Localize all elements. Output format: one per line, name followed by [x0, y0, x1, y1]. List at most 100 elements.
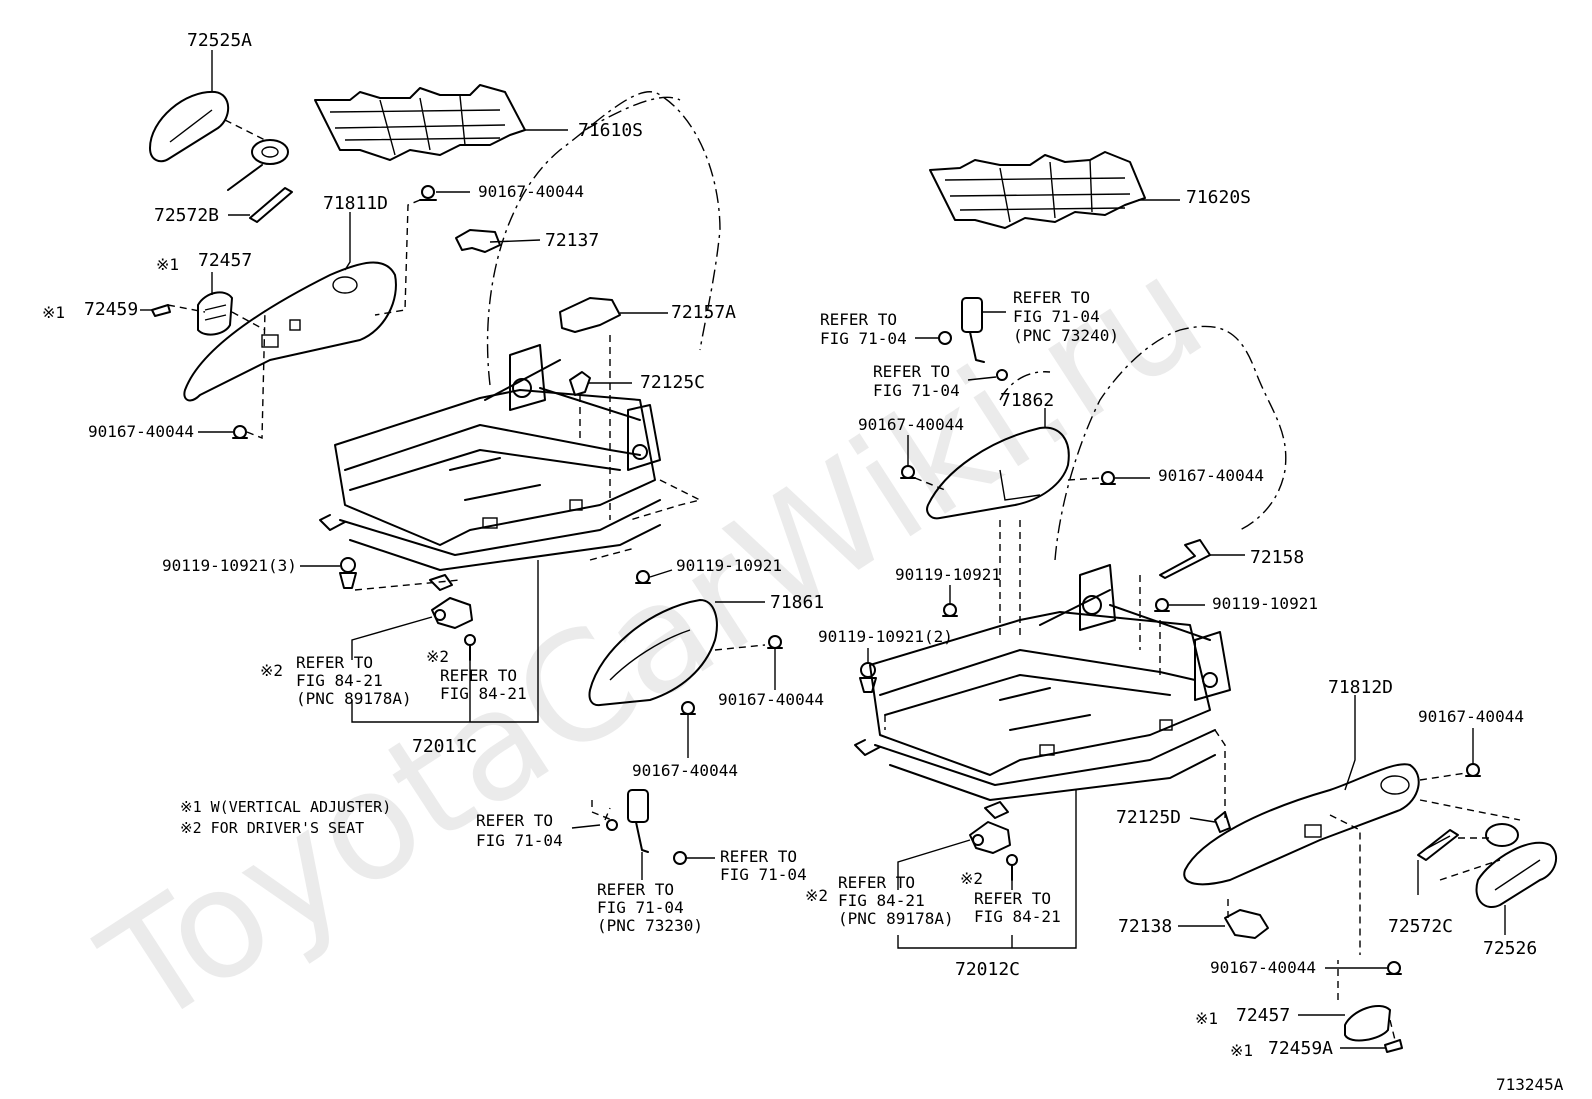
- bolt-90167-lower-right: [1386, 961, 1402, 975]
- ref-f-line1: REFER TO: [820, 310, 897, 329]
- bolt-90119-10921-2: [859, 662, 877, 693]
- nut-left-b: [673, 851, 687, 865]
- seat-back-outline-left: [486, 91, 721, 386]
- note-1: ※1 W(VERTICAL ADJUSTER): [180, 798, 391, 816]
- label-mark2-d: ※2: [960, 869, 983, 888]
- ref-d-line2: FIG 71-04: [720, 865, 807, 884]
- watermark: ToyotaCarWiki.ru: [74, 224, 1232, 1061]
- label-72138: 72138: [1118, 916, 1172, 937]
- bolt-90119-10921-left: [635, 570, 651, 584]
- ref-c-line2: FIG 71-04: [476, 831, 563, 850]
- ref-b-line2: FIG 84-21: [440, 684, 527, 703]
- ref-g-line1: REFER TO: [1013, 288, 1090, 307]
- label-72011c: 72011C: [412, 736, 477, 757]
- bolt-90119-10921-3: [339, 557, 357, 589]
- bolt-90167-top-left: [419, 185, 437, 201]
- ref-i-line3: (PNC 89178A): [838, 909, 954, 928]
- cover-71812d: [1183, 763, 1420, 886]
- label-72158: 72158: [1250, 547, 1304, 568]
- label-72137: 72137: [545, 230, 599, 251]
- ref-e-line3: (PNC 73230): [597, 916, 703, 935]
- label-72125d: 72125D: [1116, 807, 1181, 828]
- ref-a-line1: REFER TO: [296, 653, 373, 672]
- label-90119-10921-b: 90119-10921: [895, 565, 1001, 584]
- handle-72457-left: [197, 291, 233, 336]
- seatbelt-buckle-left: [627, 789, 649, 853]
- bolt-90167-71812d-top: [1465, 763, 1481, 777]
- nut-right-b: [996, 369, 1008, 381]
- sensor-left: [431, 597, 473, 629]
- ref-i-line1: REFER TO: [838, 873, 915, 892]
- handle-72457-right: [1344, 1005, 1391, 1042]
- label-90167-40044-e: 90167-40044: [858, 415, 964, 434]
- ref-e-line1: REFER TO: [597, 880, 674, 899]
- label-72525a: 72525A: [187, 30, 252, 51]
- nut-right-a: [938, 331, 952, 345]
- label-71811d: 71811D: [323, 193, 388, 214]
- cover-71861: [588, 599, 718, 707]
- label-90167-40044-b: 90167-40044: [88, 422, 194, 441]
- bolt-90119-10921-right-a: [942, 603, 958, 617]
- clip-72158: [1159, 539, 1211, 579]
- cover-71811d: [183, 261, 397, 402]
- label-mark1-a: ※1: [156, 255, 179, 274]
- ref-f-line2: FIG 71-04: [820, 329, 907, 348]
- label-mark1-d: ※1: [1230, 1041, 1253, 1060]
- label-72125c: 72125C: [640, 372, 705, 393]
- label-72459: 72459: [84, 299, 138, 320]
- bracket-72157a: [559, 297, 621, 333]
- nut-left-a: [606, 819, 618, 831]
- screw-left: [464, 634, 476, 661]
- spring-72572c: [1417, 829, 1459, 861]
- ref-h-line2: FIG 71-04: [873, 381, 960, 400]
- label-90167-40044-a: 90167-40044: [478, 182, 584, 201]
- label-90167-40044-d: 90167-40044: [632, 761, 738, 780]
- seat-track-left: [319, 344, 661, 591]
- label-90167-40044-g: 90167-40044: [1418, 707, 1524, 726]
- label-72457-a: 72457: [198, 250, 252, 271]
- label-71861: 71861: [770, 592, 824, 613]
- clip-72125c: [569, 371, 591, 396]
- label-mark2-b: ※2: [426, 647, 449, 666]
- ref-i-line2: FIG 84-21: [838, 891, 925, 910]
- seat-track-right: [854, 564, 1231, 819]
- label-72572c: 72572C: [1388, 916, 1453, 937]
- bracket-72138: [1224, 909, 1269, 939]
- spring-mat-71620s: [929, 151, 1146, 229]
- ref-j-line1: REFER TO: [974, 889, 1051, 908]
- label-mark2-c: ※2: [805, 886, 828, 905]
- ref-a-line3: (PNC 89178A): [296, 689, 412, 708]
- bolt-90119-10921-right-b: [1154, 598, 1170, 612]
- bolt-90167-left-lower: [232, 425, 248, 439]
- clip-72125d: [1214, 811, 1231, 833]
- label-72012c: 72012C: [955, 959, 1020, 980]
- label-71812d: 71812D: [1328, 677, 1393, 698]
- ref-g-line3: (PNC 73240): [1013, 326, 1119, 345]
- label-72457-b: 72457: [1236, 1005, 1290, 1026]
- ref-j-line2: FIG 84-21: [974, 907, 1061, 926]
- ref-g-line2: FIG 71-04: [1013, 307, 1100, 326]
- label-90119-10921-c: 90119-10921: [1212, 594, 1318, 613]
- label-72526: 72526: [1483, 938, 1537, 959]
- label-71862: 71862: [1000, 390, 1054, 411]
- label-90119-10921-a: 90119-10921: [676, 556, 782, 575]
- screw-right: [1006, 854, 1018, 881]
- label-90167-40044-c: 90167-40044: [718, 690, 824, 709]
- label-90119-10921-3: 90119-10921(3): [162, 556, 297, 575]
- clip-72137: [455, 229, 501, 253]
- label-90167-40044-f: 90167-40044: [1158, 466, 1264, 485]
- label-mark1-c: ※1: [1195, 1009, 1218, 1028]
- note-2: ※2 FOR DRIVER'S SEAT: [180, 819, 364, 837]
- knob-72525a: [149, 90, 230, 163]
- diagram-id: 713245A: [1496, 1075, 1564, 1094]
- spring-72572b: [227, 139, 293, 223]
- label-72459a: 72459A: [1268, 1038, 1333, 1059]
- cover-71862: [926, 426, 1070, 520]
- label-90119-10921-2: 90119-10921(2): [818, 627, 953, 646]
- label-mark1-b: ※1: [42, 303, 65, 322]
- label-mark2-a: ※2: [260, 661, 283, 680]
- label-71610s: 71610S: [578, 120, 643, 141]
- sensor-right: [969, 821, 1011, 854]
- ref-h-line1: REFER TO: [873, 362, 950, 381]
